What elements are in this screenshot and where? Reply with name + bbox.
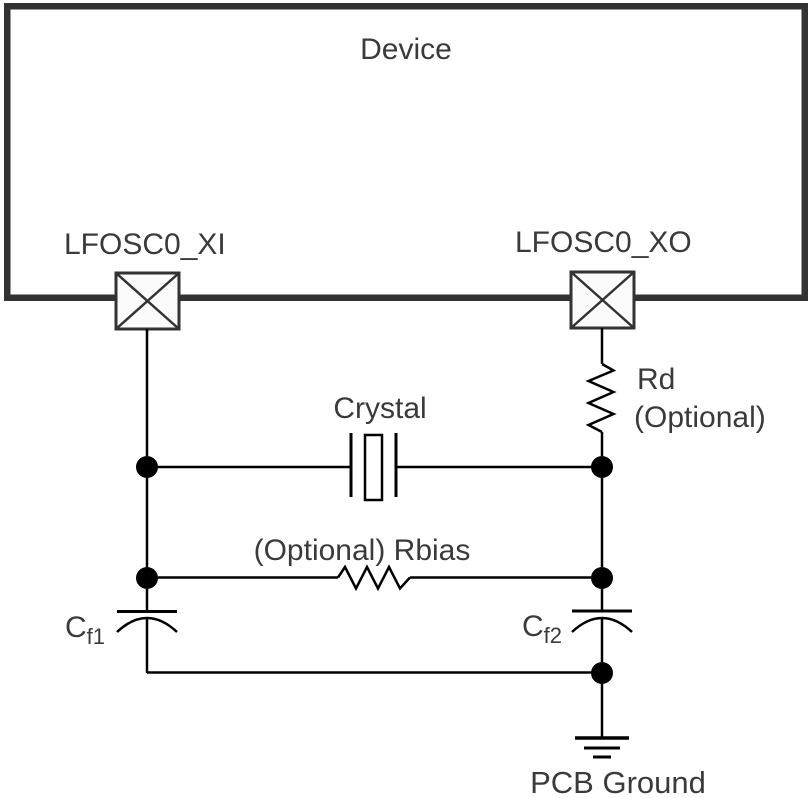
pin-label-xi: LFOSC0_XI <box>64 228 226 261</box>
ground-symbol: PCB Ground <box>530 736 706 798</box>
junction-dot <box>591 456 613 478</box>
rd-zigzag <box>585 362 617 434</box>
cf1-label: Cf1 <box>65 611 105 649</box>
pin-xi <box>114 271 181 331</box>
rd-optional-label: (Optional) <box>634 401 766 434</box>
crystal-body <box>363 433 384 502</box>
cf2-label-sub: f2 <box>544 623 562 648</box>
crystal-label: Crystal <box>333 392 426 425</box>
rbias-zigzag <box>336 564 411 592</box>
cf1-label-main: C <box>65 611 87 644</box>
device: Device LFOSC0_XI LFOSC0_XO <box>4 3 808 301</box>
device-box <box>4 3 808 301</box>
pin-xo-x-icon <box>570 271 635 329</box>
junction-dot <box>136 567 158 589</box>
junction-dot <box>591 567 613 589</box>
cf2-label: Cf2 <box>522 610 562 648</box>
cf2-label-main: C <box>522 610 544 643</box>
crystal: Crystal <box>333 392 427 502</box>
junction-dot <box>136 456 158 478</box>
junction-dots <box>136 456 613 684</box>
rd-label: Rd <box>637 363 675 396</box>
rbias-resistor: (Optional) Rbias <box>254 534 471 592</box>
pin-label-xo: LFOSC0_XO <box>515 226 692 259</box>
cf1-capacitor: Cf1 <box>65 610 178 649</box>
rd-resistor: Rd (Optional) <box>585 362 766 434</box>
cf1-curved-plate <box>116 616 178 633</box>
cf1-label-sub: f1 <box>87 624 105 649</box>
junction-dot <box>591 662 613 684</box>
ground-label: PCB Ground <box>530 765 706 798</box>
pin-xi-x-icon <box>115 272 180 330</box>
cf2-curved-plate <box>571 616 633 633</box>
pin-xo <box>569 270 636 330</box>
cf2-capacitor: Cf2 <box>522 609 633 648</box>
rbias-label: (Optional) Rbias <box>254 534 471 567</box>
device-label: Device <box>360 33 452 66</box>
wires <box>145 328 604 737</box>
